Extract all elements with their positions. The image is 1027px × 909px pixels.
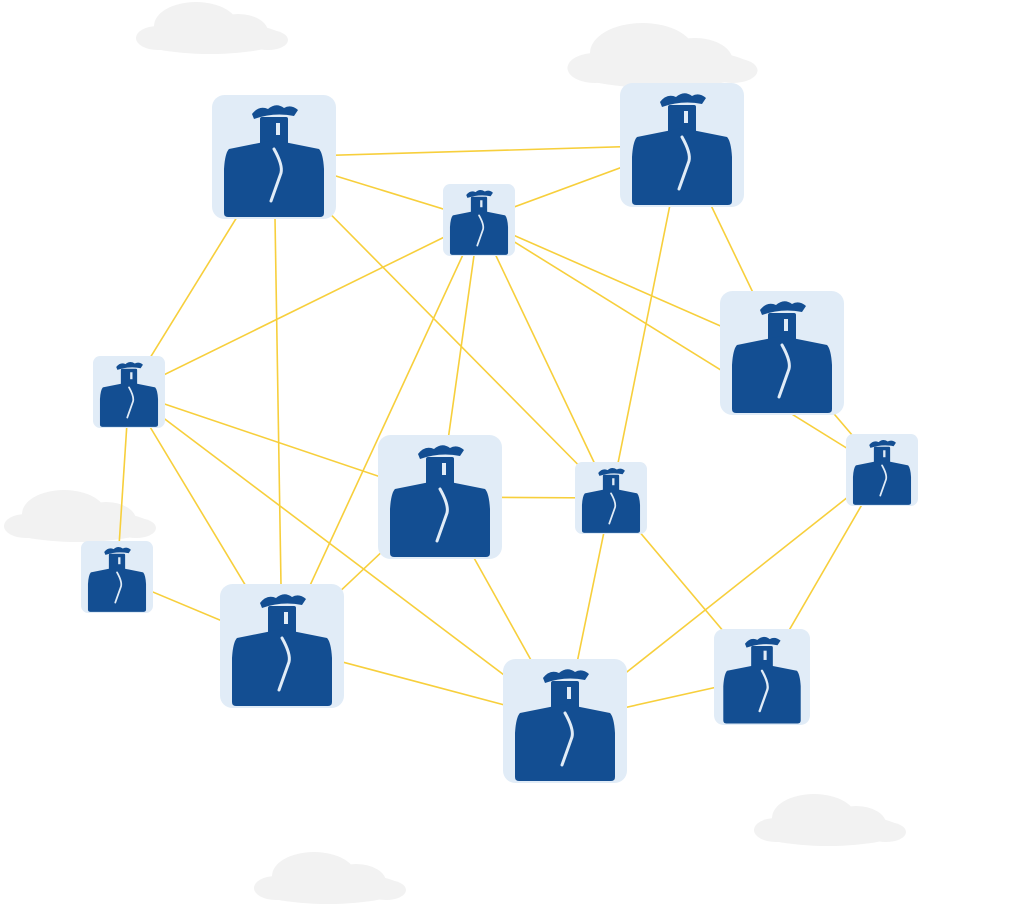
person-icon: [581, 467, 641, 533]
person-icon: [515, 669, 615, 781]
person-icon: [723, 636, 801, 724]
person-node: [443, 184, 515, 256]
connection-line: [128, 219, 480, 393]
person-icon: [390, 445, 490, 557]
connection-line: [478, 219, 612, 499]
connection-line: [128, 391, 566, 722]
cloud-icon: [136, 2, 288, 54]
person-icon: [732, 301, 832, 413]
connection-line: [273, 156, 283, 647]
people: [81, 83, 918, 783]
person-icon: [232, 594, 332, 706]
person-node: [620, 83, 744, 207]
clouds: [4, 2, 906, 904]
person-node: [714, 629, 810, 725]
connection-line: [281, 219, 480, 647]
cloud-icon: [254, 852, 406, 904]
person-icon: [632, 93, 732, 205]
person-icon: [852, 439, 912, 505]
person-node: [575, 462, 647, 534]
cloud-icon: [754, 794, 906, 846]
person-icon: [87, 546, 147, 612]
cloud-icon: [4, 490, 156, 542]
person-node: [846, 434, 918, 506]
connection-line: [478, 219, 883, 471]
person-node: [720, 291, 844, 415]
person-icon: [224, 105, 324, 217]
person-node: [93, 356, 165, 428]
person-node: [220, 584, 344, 708]
connection-line: [273, 144, 683, 158]
person-node: [378, 435, 502, 559]
person-node: [503, 659, 627, 783]
person-node: [212, 95, 336, 219]
person-node: [81, 541, 153, 613]
person-icon: [449, 189, 509, 255]
cloud-icon: [567, 23, 758, 88]
person-icon: [99, 361, 159, 427]
